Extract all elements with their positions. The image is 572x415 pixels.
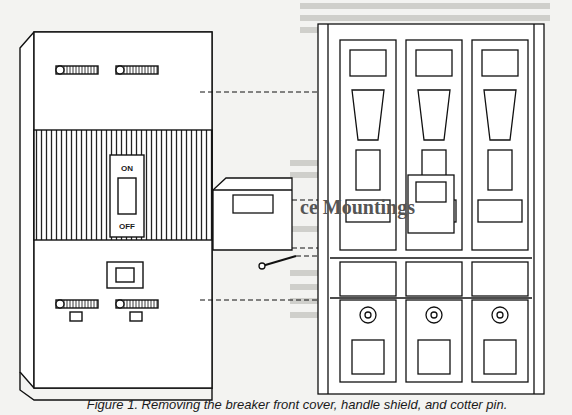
cotter-pin [259, 256, 296, 269]
figure-caption: Figure 1. Removing the breaker front cov… [62, 397, 532, 413]
background-heading: ce Mountings [300, 196, 415, 219]
breaker-with-cover [20, 32, 212, 400]
handle-marking: ON [121, 164, 133, 173]
handle-marking: OFF [119, 222, 135, 231]
handle-shield [213, 178, 292, 250]
